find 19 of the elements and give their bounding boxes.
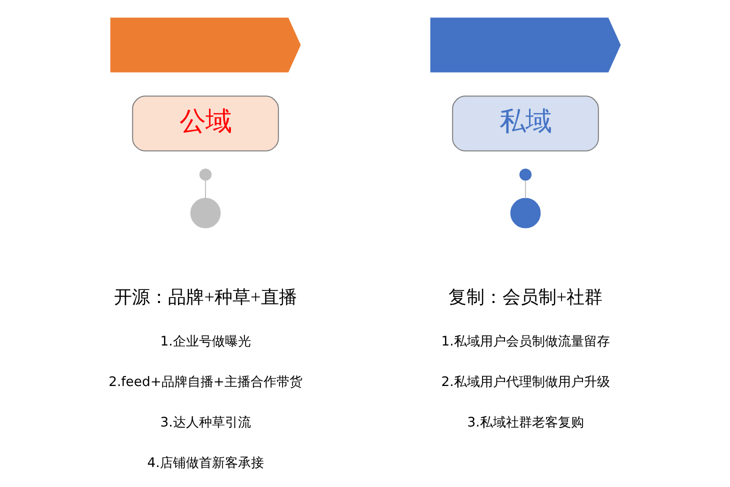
label: 4.店铺做首新客承接 bbox=[146, 456, 264, 472]
node-box: 公域 bbox=[132, 96, 278, 152]
label: 2.feed+品牌自播+主播合作带货 bbox=[108, 375, 302, 390]
label: 2.私域用户代理制做用户升级 bbox=[440, 375, 610, 390]
label: 1.私域用户会员制做流量留存 bbox=[440, 334, 610, 350]
node-circle bbox=[510, 198, 540, 228]
label: 开源：品牌+种草+直播 bbox=[114, 287, 296, 308]
label: 1.企业号做曝光 bbox=[160, 334, 250, 350]
connector bbox=[524, 180, 526, 198]
node-box: 私域 bbox=[452, 96, 598, 152]
node-arrow bbox=[430, 18, 620, 72]
connector bbox=[204, 180, 206, 198]
node-circle bbox=[198, 168, 212, 181]
node-arrow bbox=[110, 18, 300, 72]
label: 复制：会员制+社群 bbox=[448, 287, 602, 308]
label: 3.私域社群老客复购 bbox=[466, 416, 584, 431]
node-circle bbox=[190, 198, 220, 228]
label: 3.达人种草引流 bbox=[160, 416, 250, 431]
node-circle bbox=[518, 168, 532, 181]
